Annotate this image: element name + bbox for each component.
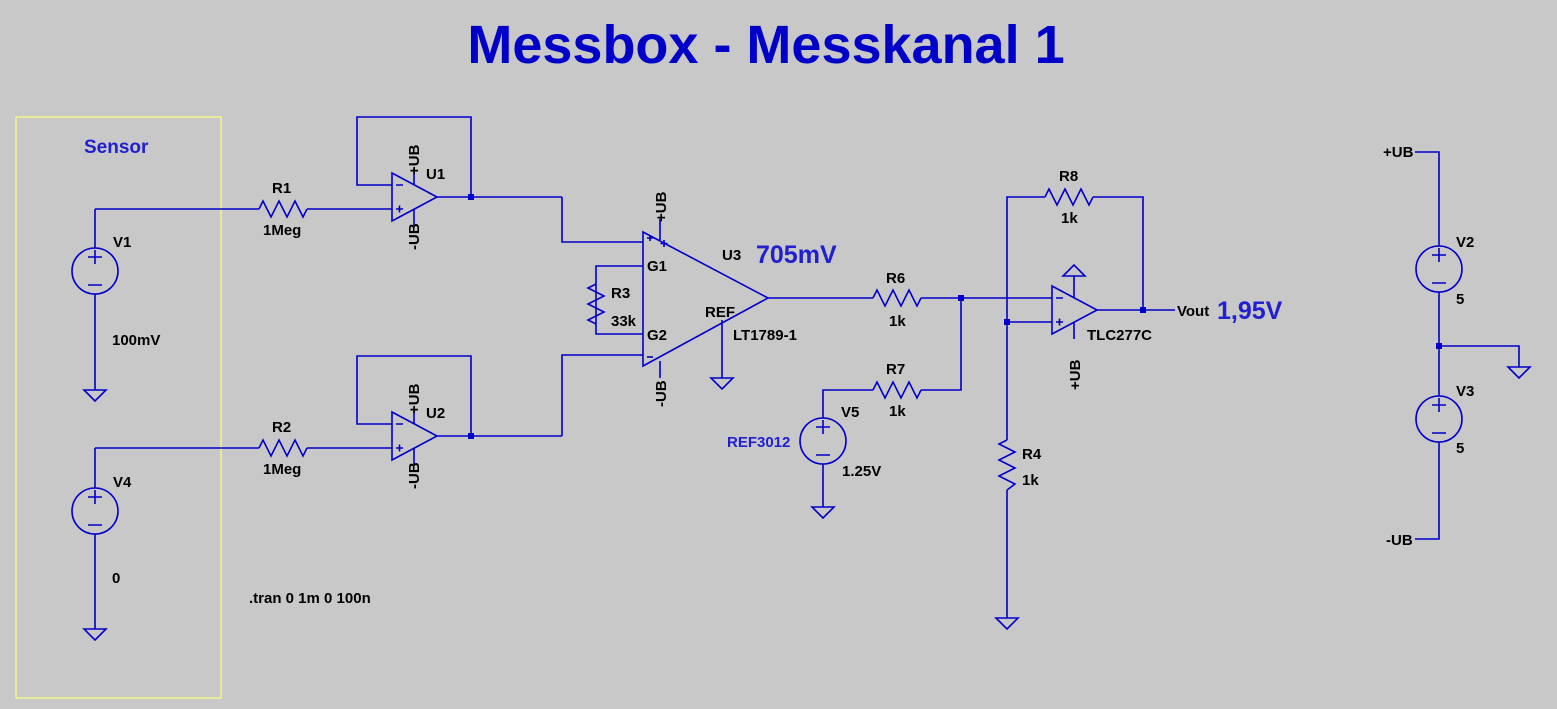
- opamp-u1[interactable]: [356, 116, 562, 226]
- sensor-box: [15, 116, 222, 699]
- u3-pin-ref: REF: [705, 304, 735, 321]
- r4-value: 1k: [1022, 472, 1039, 489]
- opamp-u4[interactable]: [1051, 263, 1099, 339]
- r2-value: 1Meg: [263, 461, 301, 478]
- source-v3[interactable]: [1415, 395, 1463, 443]
- u2-vpos: +UB: [406, 383, 423, 414]
- r3-value: 33k: [611, 313, 637, 330]
- r1-name: R1: [272, 180, 291, 197]
- u3-name: U3: [722, 247, 741, 264]
- vout-voltage: 1,95V: [1217, 297, 1283, 325]
- supply-pos-label: +UB: [1383, 144, 1414, 161]
- schematic-title: Messbox - Messkanal 1: [467, 15, 1064, 75]
- v2-name: V2: [1456, 234, 1474, 251]
- v3-name: V3: [1456, 383, 1474, 400]
- supply-neg-label: -UB: [1386, 532, 1413, 549]
- resistor-r4[interactable]: [997, 439, 1017, 491]
- source-v1[interactable]: [71, 209, 119, 403]
- inamp-u3[interactable]: [561, 197, 770, 436]
- r8-value: 1k: [1061, 210, 1078, 227]
- v4-name: V4: [113, 474, 132, 491]
- source-v5[interactable]: [799, 417, 847, 520]
- v4-value: 0: [112, 570, 120, 587]
- resistor-r1[interactable]: [258, 199, 308, 219]
- r6-name: R6: [886, 270, 905, 287]
- r6-value: 1k: [889, 313, 906, 330]
- v5-name: V5: [841, 404, 859, 421]
- source-v2[interactable]: [1415, 245, 1463, 293]
- u3-pin-g2: G2: [647, 327, 667, 344]
- u3-output-voltage: 705mV: [756, 241, 837, 269]
- vout-net-label: Vout: [1177, 303, 1209, 320]
- u3-model: LT1789-1: [733, 327, 797, 344]
- spice-directive[interactable]: .tran 0 1m 0 100n: [249, 590, 371, 607]
- r2-name: R2: [272, 419, 291, 436]
- opamp-u2[interactable]: [356, 355, 562, 465]
- v5-model: REF3012: [727, 434, 790, 451]
- r7-value: 1k: [889, 403, 906, 420]
- r3-name: R3: [611, 285, 630, 302]
- resistor-r8[interactable]: [1044, 187, 1094, 207]
- sensor-label: Sensor: [84, 137, 149, 158]
- u4-model: TLC277C: [1087, 327, 1152, 344]
- resistor-r7[interactable]: [872, 380, 922, 400]
- resistor-r6[interactable]: [872, 288, 922, 308]
- u3-pin-g1: G1: [647, 258, 667, 275]
- resistor-r2[interactable]: [258, 438, 308, 458]
- v1-value: 100mV: [112, 332, 160, 349]
- v5-value: 1.25V: [842, 463, 881, 480]
- v1-name: V1: [113, 234, 131, 251]
- junction-supply-mid: [1436, 343, 1442, 349]
- u2-name: U2: [426, 405, 445, 422]
- r8-name: R8: [1059, 168, 1078, 185]
- u1-vneg: -UB: [406, 223, 423, 250]
- u3-vpos: +UB: [653, 191, 670, 222]
- u3-vneg: -UB: [653, 380, 670, 407]
- r4-name: R4: [1022, 446, 1042, 463]
- resistor-r3[interactable]: [586, 283, 606, 325]
- source-v4[interactable]: [71, 448, 119, 642]
- v3-value: 5: [1456, 440, 1464, 457]
- r7-name: R7: [886, 361, 905, 378]
- junction-vout: [1140, 307, 1146, 313]
- u1-vpos: +UB: [406, 144, 423, 175]
- u4-vpos: +UB: [1067, 359, 1084, 390]
- r1-value: 1Meg: [263, 222, 301, 239]
- u1-name: U1: [426, 166, 445, 183]
- v2-value: 5: [1456, 291, 1464, 308]
- u2-vneg: -UB: [406, 462, 423, 489]
